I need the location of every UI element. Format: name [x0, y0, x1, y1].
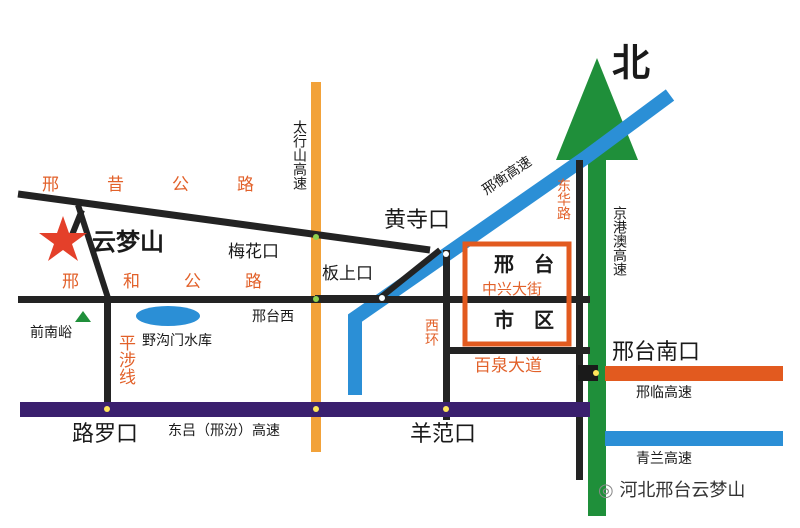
xinglin-expressway	[605, 366, 783, 381]
xihuan-label: 西环	[423, 318, 439, 346]
meihuakou-label: 梅花口	[228, 242, 279, 262]
watermark-text: 河北邢台云梦山	[619, 480, 746, 501]
huangsikou-label: 黄寺口	[384, 208, 451, 233]
xingheng-expressway	[348, 89, 675, 395]
donghua-road-label: 东华路	[555, 178, 571, 220]
baiquan-avenue-label: 百泉大道	[474, 356, 542, 376]
taihangshan-expressway	[311, 82, 321, 452]
xingtaixi-label: 邢台西	[252, 309, 294, 325]
luluokou-label: 路罗口	[72, 422, 139, 447]
donglv-dot	[313, 406, 319, 412]
qinglan-expressway	[605, 431, 783, 446]
xinglin-expressway-label: 邢临高速	[636, 385, 692, 401]
wechat-icon: ◎	[598, 480, 620, 501]
baiquan-avenue	[445, 347, 590, 354]
city-district-label: 市区	[494, 308, 574, 332]
xingtaixi-dot	[313, 296, 319, 302]
huangsikou-dot	[443, 251, 449, 257]
donghua-road	[576, 160, 583, 480]
qiannanyu-marker-icon	[75, 311, 91, 322]
yunmengshan-star-icon	[39, 216, 87, 261]
qiannanyu-label: 前南峪	[30, 325, 72, 341]
xihuan-road	[443, 250, 450, 420]
north-label: 北	[612, 41, 651, 85]
qinglan-expressway-label: 青兰高速	[636, 451, 692, 467]
yunmeng-connector-2	[75, 204, 111, 299]
city-street-label: 中兴大街	[482, 280, 543, 298]
xingxi-road-label: 邢昔公路	[42, 175, 302, 195]
taihangshan-expressway-label: 太行山高速	[291, 120, 307, 190]
donglv-expressway	[20, 402, 590, 417]
luluokou-dot	[104, 406, 110, 412]
xinghe-road	[18, 296, 590, 303]
pingshe-line-label: 平涉线	[115, 334, 135, 385]
xingtai-nankou-junction	[578, 365, 598, 381]
reservoir-label: 野沟门水库	[142, 333, 212, 349]
yangfankou-dot	[443, 406, 449, 412]
donglv-expressway-label: 东吕（邢汾）高速	[168, 423, 280, 439]
yangfankou-label: 羊范口	[410, 422, 477, 447]
pingshe-line	[104, 298, 111, 408]
yunmengshan-label: 云梦山	[92, 228, 164, 256]
jinggangao-expressway-label: 京港澳高速	[611, 206, 627, 276]
xinghe-road-label: 邢和公路	[62, 272, 306, 292]
jinggangao-expressway	[588, 140, 606, 516]
watermark: ◎ 河北邢台云梦山	[598, 482, 745, 500]
xingtai-nankou-label: 邢台南口	[612, 340, 701, 365]
yegoumen-reservoir	[136, 306, 200, 326]
banshangkou-dot	[379, 295, 385, 301]
city-name-label: 邢台	[494, 252, 574, 276]
banshangkou-label: 板上口	[322, 264, 373, 284]
meihuakou-dot	[313, 234, 319, 240]
xingxi-road	[17, 190, 431, 254]
nankou-dot	[593, 370, 599, 376]
city-box	[462, 241, 572, 347]
